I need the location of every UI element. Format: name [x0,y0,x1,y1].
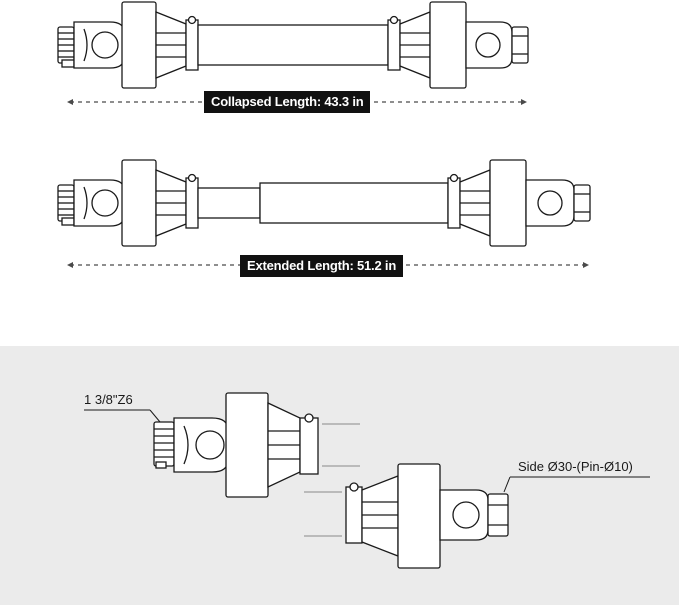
extended-right-guard-cone [447,159,527,247]
tractor-end-spec-label: 1 3/8"Z6 [84,392,133,407]
collapsed-right-yoke [465,21,529,69]
extended-right-yoke [525,179,591,227]
extended-left-yoke [57,179,125,227]
tractor-end-detail [153,392,319,498]
collapsed-left-yoke [57,21,125,69]
collapsed-shaft [57,1,529,89]
extended-shaft [57,159,591,247]
extended-outer-tube [259,182,449,224]
implement-end-spec-label: Side Ø30-(Pin-Ø10) [518,459,633,474]
collapsed-left-guard-cone [121,1,199,89]
implement-end-detail [345,463,509,569]
extended-inner-tube [197,187,261,219]
extended-length-label: Extended Length: 51.2 in [240,255,404,277]
collapsed-outer-tube [197,24,389,66]
collapsed-right-guard-cone [387,1,467,89]
extended-left-guard-cone [121,159,199,247]
detail-panel [0,346,679,605]
collapsed-length-label: Collapsed Length: 43.3 in [204,91,371,113]
